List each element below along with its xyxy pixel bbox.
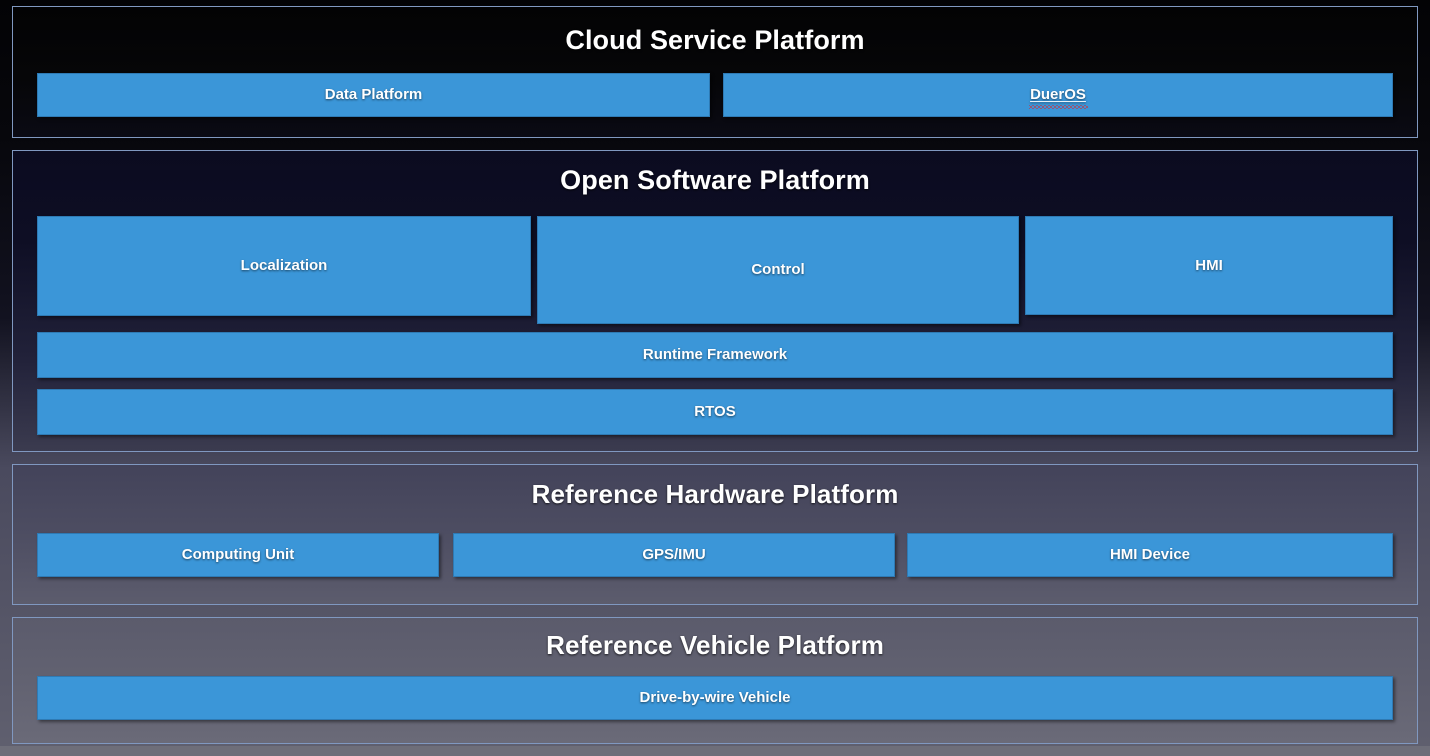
- layer-title-open-software-platform: Open Software Platform: [560, 165, 870, 195]
- box-dueros[interactable]: DuerOS: [723, 73, 1393, 117]
- box-label-drive-by-wire-vehicle: Drive-by-wire Vehicle: [639, 689, 791, 707]
- box-hmi-device[interactable]: HMI Device: [907, 533, 1393, 577]
- box-label-hmi-device: HMI Device: [1109, 546, 1191, 564]
- layer-reference-hardware-platform: Reference Hardware Platform Computing Un…: [12, 464, 1418, 605]
- box-label-control: Control: [751, 261, 805, 279]
- box-label-dueros: DuerOS: [1029, 86, 1088, 109]
- box-label-runtime-framework: Runtime Framework: [642, 346, 788, 364]
- layer-title-cloud-service-platform: Cloud Service Platform: [565, 25, 865, 55]
- box-computing-unit[interactable]: Computing Unit: [37, 533, 439, 577]
- layer-reference-vehicle-platform: Reference Vehicle Platform Drive-by-wire…: [12, 617, 1418, 744]
- box-label-hmi: HMI: [1195, 256, 1223, 274]
- layer-title-reference-vehicle-platform: Reference Vehicle Platform: [546, 630, 884, 660]
- box-gps-imu[interactable]: GPS/IMU: [453, 533, 895, 577]
- box-label-localization: Localization: [240, 257, 328, 275]
- box-localization[interactable]: Localization: [37, 216, 531, 316]
- box-hmi[interactable]: HMI: [1025, 216, 1393, 315]
- box-label-data-platform: Data Platform: [324, 86, 423, 104]
- bottom-edge-strip: [0, 746, 1430, 756]
- box-data-platform[interactable]: Data Platform: [37, 73, 710, 117]
- box-label-rtos: RTOS: [694, 403, 736, 421]
- layer-cloud-service-platform: Cloud Service Platform Data Platform Due…: [12, 6, 1418, 138]
- layer-open-software-platform: Open Software Platform Localization Cont…: [12, 150, 1418, 452]
- box-label-computing-unit: Computing Unit: [181, 546, 295, 564]
- box-runtime-framework[interactable]: Runtime Framework: [37, 332, 1393, 378]
- layer-title-reference-hardware-platform: Reference Hardware Platform: [531, 479, 899, 509]
- box-label-gps-imu: GPS/IMU: [642, 546, 706, 564]
- box-drive-by-wire-vehicle[interactable]: Drive-by-wire Vehicle: [37, 676, 1393, 720]
- box-control[interactable]: Control: [537, 216, 1019, 324]
- box-rtos[interactable]: RTOS: [37, 389, 1393, 435]
